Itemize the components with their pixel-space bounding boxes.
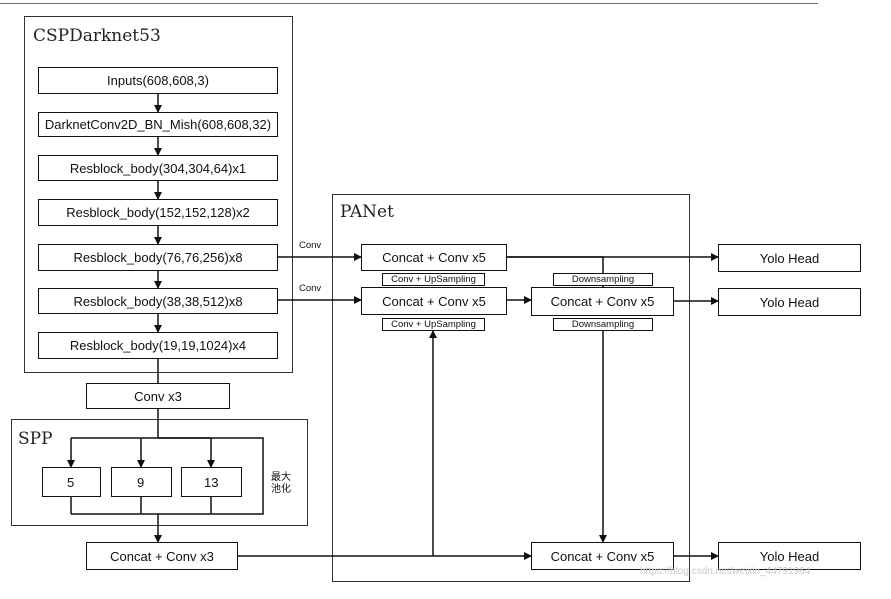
resblock-2-node: Resblock_body(152,152,128)x2 [38, 199, 278, 226]
upsampling-tag-mid: Conv + UpSampling [382, 318, 485, 331]
conv-label-top: Conv [299, 240, 322, 251]
spp-frame [11, 419, 308, 526]
yolo-head-3: Yolo Head [718, 542, 861, 570]
darknet-conv2d-node: DarknetConv2D_BN_Mish(608,608,32) [38, 112, 278, 137]
panet-frame [332, 194, 690, 582]
pool-9-node: 9 [111, 467, 172, 497]
panet-concat-mid-left: Concat + Conv x5 [361, 287, 507, 315]
watermark: https://blog.csdn.net/weixin_44791964 [640, 566, 811, 577]
spp-title: SPP [18, 429, 53, 449]
conv-label-mid: Conv [299, 283, 322, 294]
resblock-1-node: Resblock_body(304,304,64)x1 [38, 155, 278, 181]
downsampling-tag-mid: Downsampling [553, 318, 653, 331]
pool-13-node: 13 [181, 467, 242, 497]
resblock-3-node: Resblock_body(76,76,256)x8 [38, 244, 278, 271]
yolo-head-1: Yolo Head [718, 244, 861, 272]
max-pool-note: 最大 池化 [271, 472, 291, 496]
inputs-node: Inputs(608,608,3) [38, 67, 278, 94]
resblock-5-node: Resblock_body(19,19,1024)x4 [38, 332, 278, 359]
pool-5-node: 5 [42, 467, 101, 497]
top-rule [0, 3, 818, 4]
spp-concat-node: Concat + Conv x3 [86, 542, 238, 570]
panet-concat-top: Concat + Conv x5 [361, 244, 507, 271]
downsampling-tag-top: Downsampling [553, 273, 653, 286]
upsampling-tag-top: Conv + UpSampling [382, 273, 485, 286]
yolo-head-2: Yolo Head [718, 288, 861, 316]
resblock-4-node: Resblock_body(38,38,512)x8 [38, 288, 278, 314]
max-pool-note-text: 最大 池化 [271, 472, 291, 495]
panet-concat-bottom: Concat + Conv x5 [531, 542, 674, 570]
panet-title: PANet [340, 202, 394, 222]
panet-concat-mid-right: Concat + Conv x5 [531, 287, 674, 316]
backbone-title: CSPDarknet53 [33, 26, 161, 46]
spp-conv-node: Conv x3 [86, 383, 230, 409]
